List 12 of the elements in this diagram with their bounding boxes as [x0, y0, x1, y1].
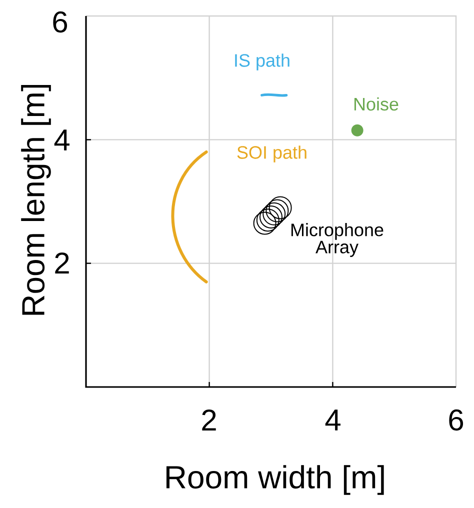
path-label: IS path [235, 54, 290, 70]
source-label: Noise [354, 97, 398, 111]
tick-label: 2 [55, 252, 69, 274]
array-label: Microphone Array [291, 223, 384, 257]
path-label: SOI path [237, 146, 306, 162]
axis-title: Room width [m] [166, 465, 384, 495]
tick-label: 2 [202, 410, 216, 430]
tick-label: 6 [449, 409, 464, 431]
axis-title: Room length [m] [21, 84, 51, 315]
tick-label: 4 [325, 410, 340, 430]
tick-label: 6 [53, 11, 68, 33]
tick-label: 4 [54, 130, 70, 150]
